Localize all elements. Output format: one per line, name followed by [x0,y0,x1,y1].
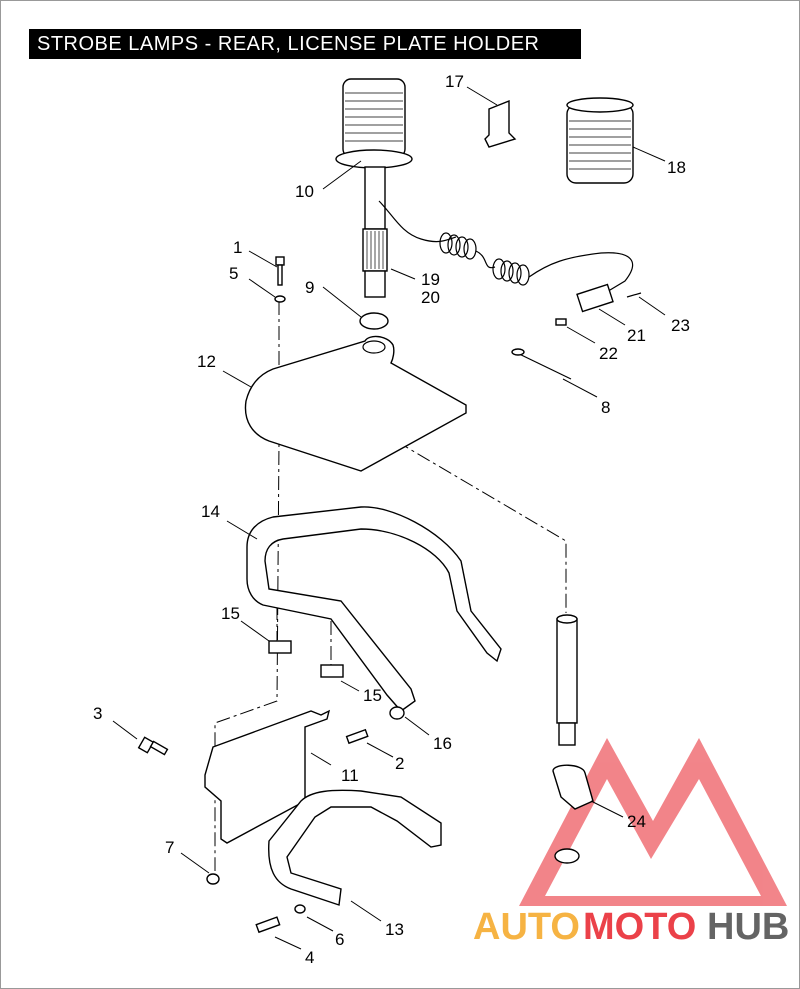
terminal-clip [555,318,567,326]
connector-body [576,283,614,313]
callout-18: 18 [667,158,686,177]
title-bar: STROBE LAMPS - REAR, LICENSE PLATE HOLDE… [29,29,581,59]
leader-lines [112,86,666,950]
callout-8: 8 [601,398,610,417]
cable-tie-8 [512,350,572,380]
frame-14-body [246,506,502,712]
callout-23: 23 [671,316,690,335]
bolt-3 [137,736,169,756]
strobe-lamp-18 [566,97,634,184]
callout-17: 17 [445,72,464,91]
watermark-text: AUTO MOTO HUB [473,906,789,948]
callout-4: 4 [305,948,314,967]
callout-16: 16 [433,734,452,753]
connector-part [511,283,642,380]
watermark-logo [519,738,787,906]
watermark-moto: MOTO [583,906,696,948]
clip-15-right [320,664,344,678]
watermark-auto: AUTO [473,906,580,948]
grommet-9 [359,312,389,330]
callout-2: 2 [395,754,404,773]
callout-14: 14 [201,502,220,521]
mounting-plate-12 [244,335,467,472]
mast-grip-ridges [366,231,384,269]
watermark-triangle-inner [545,779,761,896]
mast-tube-24 [552,614,594,864]
plate-12-hole [362,340,386,354]
callout-6: 6 [335,930,344,949]
coiled-cord-part [439,232,634,294]
plate-12-body [244,335,467,472]
cable-tie-head [511,348,525,356]
callout-15b: 15 [363,686,382,705]
washer-6 [294,904,306,914]
lamp-18-body [566,104,634,184]
strobe-mast-lower [364,270,386,298]
callout-22: 22 [599,344,618,363]
callout-19: 19 [421,270,440,289]
callout-10: 10 [295,182,314,201]
bolt-4 [255,916,281,934]
strobe-lamp-dome [342,78,406,158]
small-hardware [274,256,389,330]
bolt-2 [345,728,369,745]
nut-16 [389,706,405,720]
clip-part-17 [484,99,517,148]
strobe-lamp-base [335,149,413,169]
tube-24-bracket [552,764,594,810]
lamp-18-top [566,97,634,113]
callout-12: 12 [197,352,216,371]
strobe-lamp-mast-part [335,78,457,298]
tube-24-thread [558,722,576,746]
clip-15-left [268,640,292,654]
callout-13: 13 [385,920,404,939]
screw-1-head [275,256,285,266]
assembly-line-right [395,440,567,613]
callout-1: 1 [233,238,242,257]
tube-24-nut [554,848,580,864]
callout-labels: 1 5 9 10 12 19 20 17 18 21 22 23 8 14 15… [93,72,690,967]
callout-7: 7 [165,838,174,857]
callout-15a: 15 [221,604,240,623]
callout-3: 3 [93,704,102,723]
callout-9: 9 [305,278,314,297]
strobe-mast-upper [364,166,386,230]
tube-24-top [556,614,578,624]
cord-middle [475,250,496,269]
cord-tail [528,252,634,294]
washer-5 [274,295,286,303]
lamp-wire [378,200,457,243]
screw-1-shank [277,264,283,286]
clip-body [484,99,517,148]
strobe-lamp-ribs [345,92,403,142]
plate-holder-13 [268,789,442,906]
frame-14 [246,506,502,712]
diagram-title: STROBE LAMPS - REAR, LICENSE PLATE HOLDE… [37,33,540,55]
watermark-hub: HUB [707,906,789,948]
callout-11: 11 [341,766,359,785]
tube-24-body [556,618,578,724]
nut-7 [206,873,220,885]
callout-5: 5 [229,264,238,283]
callout-24: 24 [627,812,646,831]
connector-pin [626,292,642,298]
callout-21: 21 [627,326,646,345]
callout-20: 20 [421,288,440,307]
plate-holder-13-body [268,789,442,906]
